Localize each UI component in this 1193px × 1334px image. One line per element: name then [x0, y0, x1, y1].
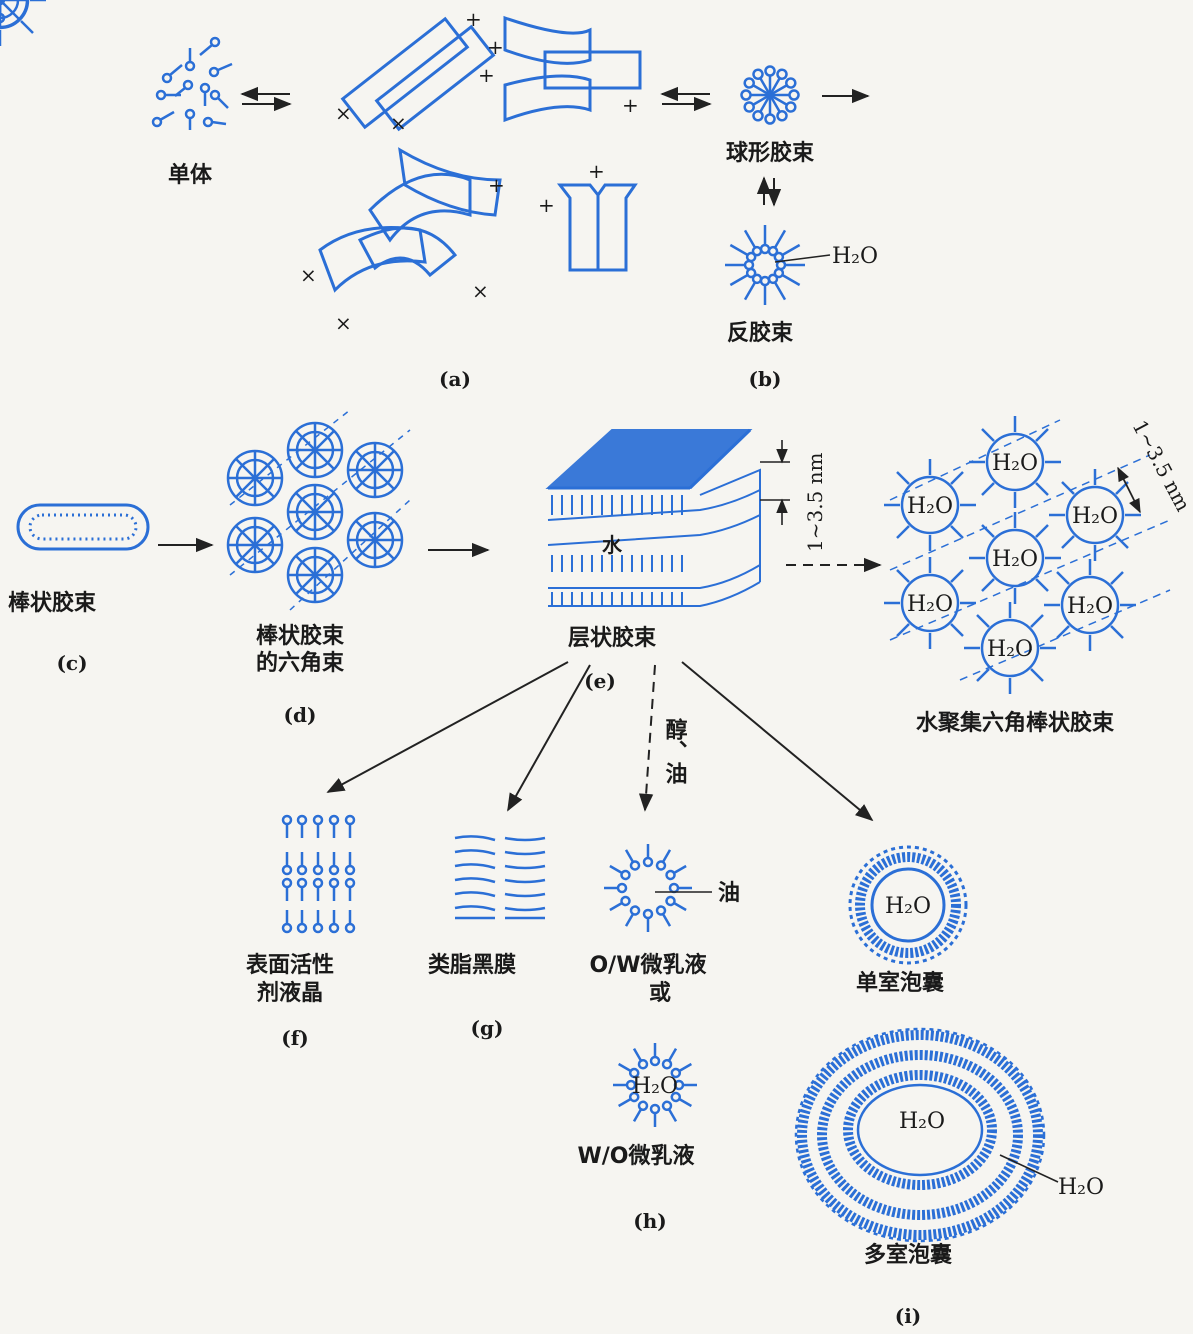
multilamellar-vesicle [794, 1027, 1046, 1243]
label-h2o-unilamellar: H₂O [885, 894, 931, 919]
label-lipid-bilayer: 类脂黑膜 [428, 952, 516, 978]
label-h2o-wo: H₂O [632, 1074, 678, 1099]
equilibrium-arrows-2 [660, 86, 870, 112]
svg-text:×: × [335, 311, 352, 335]
label-wo-microemulsion: W/O微乳液 [577, 1143, 694, 1169]
lipid-black-membrane [454, 835, 546, 920]
label-unilamellar-vesicle: 单室泡囊 [856, 970, 944, 996]
label-h2o-multilamellar-outer: H₂O [1058, 1175, 1104, 1200]
label-lamellar-micelle: 层状胶束 [568, 625, 657, 651]
caption-a: (a) [439, 367, 471, 391]
thickness-indicator [760, 440, 790, 525]
svg-text:×: × [335, 101, 352, 125]
spherical-micelle [740, 65, 800, 125]
svg-text:+: + [487, 35, 504, 59]
svg-text:H₂O: H₂O [907, 592, 953, 617]
label-alcohol-oil: 醇、油 [662, 717, 688, 784]
branch-arrows [326, 661, 874, 822]
svg-text:+: + [488, 173, 505, 197]
reverse-micelle [723, 225, 807, 307]
hexagonal-bundle-guides [229, 409, 411, 611]
svg-text:H₂O: H₂O [1072, 504, 1118, 529]
svg-text:×: × [300, 263, 317, 287]
water-hex-rod-micelles [0, 0, 1171, 696]
surfactant-liquid-crystal [0, 0, 356, 934]
svg-text:H₂O: H₂O [992, 547, 1038, 572]
caption-e: (e) [584, 669, 616, 693]
label-thickness-b: 1~3.5 nm [1128, 416, 1193, 515]
caption-f: (f) [281, 1026, 309, 1050]
svg-text:+: + [465, 7, 482, 31]
svg-text:H₂O: H₂O [1067, 594, 1113, 619]
svg-text:H₂O: H₂O [987, 637, 1033, 662]
lamellar-micelle [545, 428, 761, 607]
label-oil: 油 [718, 881, 740, 906]
svg-text:×: × [472, 279, 489, 303]
label-hex-bundle-2: 的六角束 [256, 650, 345, 676]
label-or: 或 [649, 980, 671, 1006]
svg-text:H₂O: H₂O [992, 451, 1038, 476]
caption-h: (h) [633, 1209, 666, 1233]
label-hex-bundle-1: 棒状胶束 [256, 623, 345, 649]
label-reverse-micelle: 反胶束 [727, 320, 794, 346]
label-ow-microemulsion: O/W微乳液 [589, 952, 706, 978]
label-water-hex-rod: 水聚集六角棒状胶束 [916, 710, 1115, 736]
equilibrium-arrows-1 [240, 86, 292, 112]
label-thickness-a: 1~3.5 nm [803, 452, 827, 552]
svg-text:+: + [622, 93, 639, 117]
caption-i: (i) [895, 1304, 922, 1328]
svg-text:+: + [588, 159, 605, 183]
svg-text:H₂O: H₂O [907, 494, 953, 519]
svg-text:+: + [478, 63, 495, 87]
caption-b: (b) [749, 367, 782, 391]
caption-c: (c) [56, 651, 87, 675]
rod-aggregates [318, 15, 642, 293]
wo-microemulsion-drop [611, 1043, 699, 1129]
label-surfactant-lc-2: 剂液晶 [257, 980, 323, 1006]
label-monomer: 单体 [168, 163, 213, 188]
label-rod-micelle: 棒状胶束 [8, 590, 97, 616]
label-water: 水 [602, 533, 623, 557]
svg-text:+: + [538, 193, 555, 217]
unilamellar-vesicle [848, 845, 968, 965]
equilibrium-arrows-vertical [756, 176, 782, 207]
svg-text:×: × [390, 111, 407, 135]
label-multilamellar-vesicle: 多室泡囊 [864, 1242, 952, 1268]
charge-marks: +++ +×× +++ ××× [300, 7, 639, 335]
caption-g: (g) [471, 1016, 504, 1040]
label-h2o-multilamellar-inner: H₂O [899, 1109, 945, 1134]
ow-microemulsion-drop [602, 844, 694, 934]
caption-d: (d) [284, 703, 317, 727]
water-hex-h2o-labels: H₂O H₂O H₂O H₂O H₂O H₂O H₂O [907, 451, 1118, 662]
rod-micelle [16, 503, 150, 551]
hexagonal-bundle [0, 0, 404, 604]
monomer-cluster [151, 36, 233, 130]
label-spherical-micelle: 球形胶束 [726, 140, 815, 166]
label-surfactant-lc-1: 表面活性 [246, 953, 334, 978]
thickness-indicator-2 [1117, 466, 1141, 514]
label-h2o-reverse: H₂O [832, 244, 878, 269]
